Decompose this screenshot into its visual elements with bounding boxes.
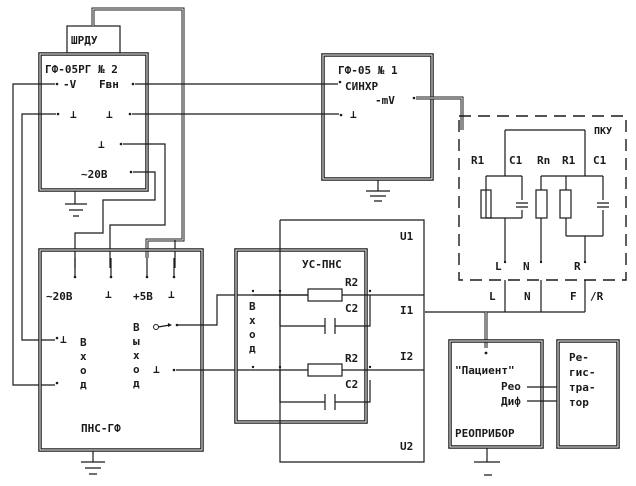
ground-icon bbox=[366, 180, 390, 202]
resistor-icon bbox=[535, 189, 548, 219]
bus-label-f: F bbox=[570, 290, 577, 303]
gf1-port-mv: -mV bbox=[375, 94, 395, 107]
pns-output-label: о bbox=[133, 363, 140, 376]
pku-block: ПКУ R1 C1 Rn R1 C1 L N R bbox=[458, 115, 627, 281]
us-input-label: д bbox=[249, 342, 256, 355]
pns-output-label: д bbox=[133, 377, 140, 390]
us-input-label: В bbox=[249, 300, 256, 313]
bus-label-r: /R bbox=[590, 290, 604, 303]
gf2-gnd-2: ⊥ bbox=[106, 108, 113, 121]
pns-output-label: В bbox=[133, 321, 140, 334]
resistor-icon bbox=[307, 363, 343, 377]
gf2-gnd-3: ⊥ bbox=[98, 138, 105, 151]
pns-power-20v: ~20В bbox=[46, 290, 73, 303]
gf2-block: ГФ-05РГ № 2 -V Fвн ⊥ ⊥ ⊥ ~20В bbox=[38, 52, 149, 192]
gf2-port-fvn: Fвн bbox=[99, 78, 119, 91]
pns-block: ~20В ⊥ +5В ⊥ ⊥ В х о д В ы х о д ⊥ ПНС-Г… bbox=[38, 248, 204, 452]
pku-term-r: R bbox=[574, 260, 581, 273]
registrator-label: Ре- bbox=[569, 351, 589, 364]
pku-c1-left: C1 bbox=[509, 154, 523, 167]
switch-icon bbox=[153, 324, 159, 330]
gf2-gnd-1: ⊥ bbox=[70, 108, 77, 121]
pns-title: ПНС-ГФ bbox=[81, 422, 121, 435]
reopribor-block: "Пациент" Рео Диф РЕОПРИБОР bbox=[448, 339, 544, 449]
pns-output-label: х bbox=[133, 349, 140, 362]
wire-gnd-pns bbox=[109, 143, 166, 268]
pns-input-label: о bbox=[80, 364, 87, 377]
gf2-title: ГФ-05РГ № 2 bbox=[45, 63, 118, 76]
wire-reo-registrator bbox=[527, 386, 558, 402]
loop-u2: U2 bbox=[400, 440, 413, 453]
wire-minus-v-input bbox=[12, 83, 55, 386]
pns-output-gnd: ⊥ bbox=[153, 363, 160, 376]
registrator-label: гис- bbox=[569, 366, 596, 379]
capacitor-icon bbox=[597, 202, 609, 208]
pns-input-gnd: ⊥ bbox=[60, 333, 67, 346]
output-dif: Диф bbox=[501, 395, 521, 408]
us-c2-bottom: C2 bbox=[345, 378, 358, 391]
us-input-label: х bbox=[249, 314, 256, 327]
loop-i1: I1 bbox=[400, 304, 414, 317]
pns-power-gnd-2: ⊥ bbox=[168, 288, 175, 301]
ground-icon bbox=[65, 191, 87, 217]
registrator-block: Ре- гис- тра- тор bbox=[556, 339, 620, 449]
gf1-port-sync: СИНХР bbox=[345, 80, 378, 93]
loop-frame: U1 I1 I2 U2 bbox=[279, 219, 427, 463]
resistor-icon bbox=[559, 189, 572, 219]
pns-input-label: В bbox=[80, 336, 87, 349]
pns-input-label: х bbox=[80, 350, 87, 363]
patient-label: "Пациент" bbox=[455, 364, 515, 377]
pku-term-l: L bbox=[495, 260, 502, 273]
us-pns-title: УС-ПНС bbox=[302, 258, 342, 271]
resistor-icon bbox=[480, 189, 492, 219]
pns-power-5v: +5В bbox=[133, 290, 153, 303]
wire-20v bbox=[74, 171, 156, 268]
us-input-label: о bbox=[249, 328, 256, 341]
gf1-block: ГФ-05 № 1 СИНХР -mV ⊥ bbox=[321, 53, 434, 181]
pku-r1-left: R1 bbox=[471, 154, 485, 167]
pku-c1-right: C1 bbox=[593, 154, 607, 167]
loop-u1: U1 bbox=[400, 230, 414, 243]
pns-output-label: ы bbox=[133, 335, 140, 348]
us-r2-bottom: R2 bbox=[345, 352, 358, 365]
ground-icon bbox=[474, 448, 500, 476]
loop-i2: I2 bbox=[400, 350, 413, 363]
wire-pns-out-1 bbox=[178, 294, 238, 326]
registrator-label: тор bbox=[569, 396, 589, 409]
gf1-title: ГФ-05 № 1 bbox=[338, 64, 398, 77]
capacitor-icon bbox=[324, 318, 336, 334]
us-c2-top: C2 bbox=[345, 302, 358, 315]
pku-r1-right: R1 bbox=[562, 154, 576, 167]
bus-label-l: L bbox=[489, 290, 496, 303]
shrdu-cable bbox=[91, 7, 185, 258]
output-reo: Рео bbox=[501, 380, 521, 393]
pku-term-n: N bbox=[523, 260, 530, 273]
pku-title: ПКУ bbox=[594, 126, 612, 137]
gf1-gnd: ⊥ bbox=[350, 108, 357, 121]
bus-label-n: N bbox=[524, 290, 531, 303]
wire-mv-pku bbox=[416, 96, 464, 130]
shrdu-block: ШРДУ bbox=[66, 25, 121, 54]
us-r2-top: R2 bbox=[345, 276, 358, 289]
reopribor-title: РЕОПРИБОР bbox=[455, 427, 515, 440]
registrator-label: тра- bbox=[569, 381, 596, 394]
pns-input-label: д bbox=[80, 378, 87, 391]
gf2-supply-label: ~20В bbox=[81, 168, 108, 181]
shrdu-label: ШРДУ bbox=[71, 34, 98, 47]
gf2-port-minus-v: -V bbox=[63, 78, 77, 91]
bus: L N F /R bbox=[425, 280, 604, 313]
ground-icon bbox=[81, 451, 105, 475]
pns-power-gnd-1: ⊥ bbox=[105, 288, 112, 301]
pku-rn: Rn bbox=[537, 154, 550, 167]
capacitor-icon bbox=[516, 202, 528, 208]
capacitor-icon bbox=[324, 394, 336, 410]
us-pns-block: УС-ПНС R2 C2 В х о д R2 C2 bbox=[234, 248, 372, 424]
resistor-icon bbox=[307, 288, 343, 302]
